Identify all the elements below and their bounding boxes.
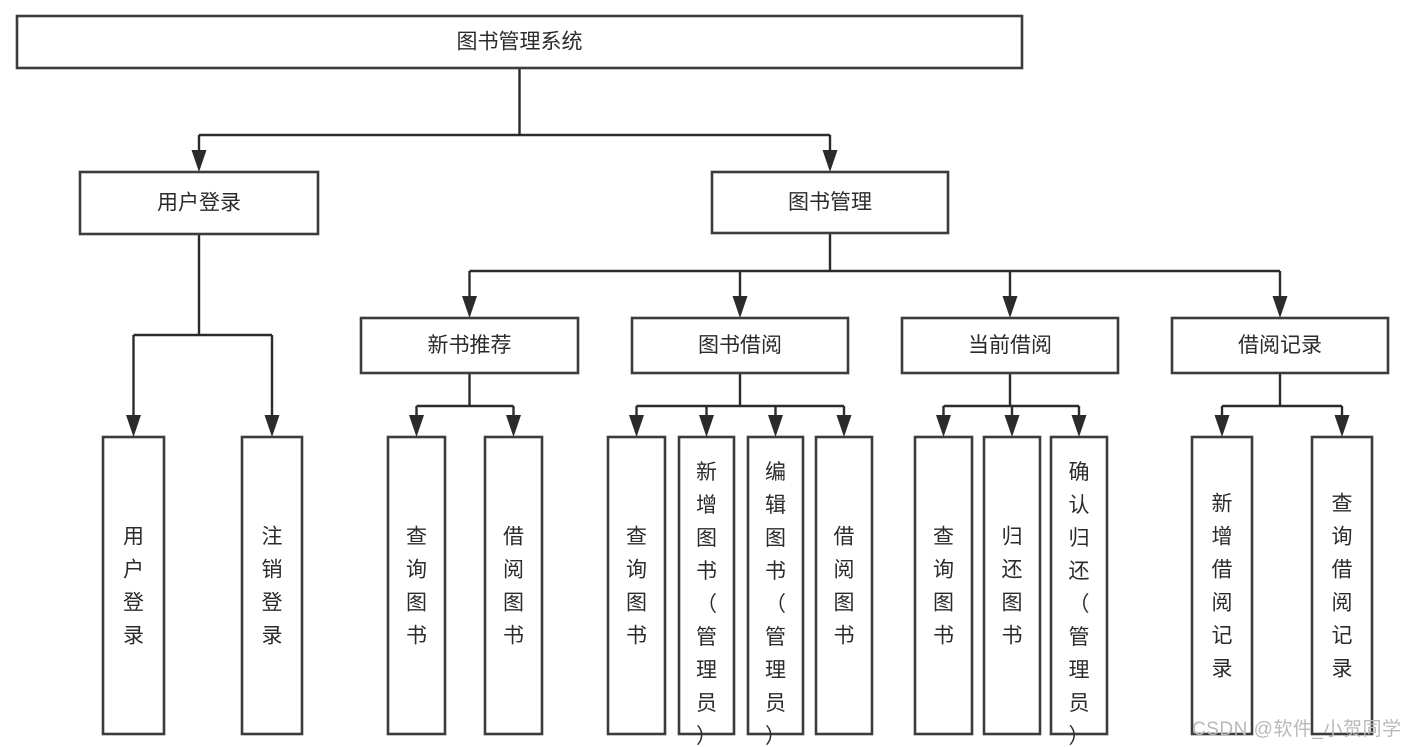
node-box-leaf-query-book-borrow[interactable] [606, 435, 667, 736]
node-label-leaf-user-logout: 注销登录 [262, 525, 283, 647]
node-box-leaf-confirm-return[interactable] [1049, 435, 1109, 736]
node-user-login[interactable]: 用户登录 [78, 170, 320, 236]
node-leaf-add-book[interactable]: 新增图书（管理员） [677, 435, 736, 747]
node-label-borrow-record: 借阅记录 [1238, 334, 1322, 357]
node-label-book-borrow: 图书借阅 [698, 334, 782, 357]
node-box-leaf-add-book[interactable] [677, 435, 736, 736]
node-leaf-query-book-borrow[interactable]: 查询图书 [606, 435, 667, 736]
node-label-current-borrow: 当前借阅 [968, 334, 1052, 357]
node-label-root: 图书管理系统 [457, 31, 583, 54]
node-leaf-user-logout[interactable]: 注销登录 [240, 435, 304, 736]
node-label-leaf-query-book-recommend: 查询图书 [406, 525, 427, 647]
node-leaf-edit-book[interactable]: 编辑图书（管理员） [746, 435, 805, 747]
node-box-leaf-query-book-recommend[interactable] [386, 435, 447, 736]
node-box-leaf-edit-book[interactable] [746, 435, 805, 736]
node-label-leaf-confirm-return: 确认归还（管理员） [1069, 461, 1090, 747]
node-box-borrow-record[interactable] [1170, 316, 1390, 375]
node-label-leaf-user-login: 用户登录 [123, 525, 144, 647]
node-label-leaf-add-borrow-record: 新增借阅记录 [1212, 492, 1233, 680]
node-label-leaf-query-book-borrow: 查询图书 [626, 525, 647, 647]
node-label-user-login: 用户登录 [157, 192, 241, 215]
node-book-borrow[interactable]: 图书借阅 [630, 316, 850, 375]
node-label-leaf-query-book-current: 查询图书 [933, 525, 954, 647]
node-layer: 图书管理系统用户登录图书管理新书推荐图书借阅当前借阅借阅记录用户登录注销登录查询… [15, 14, 1390, 747]
node-leaf-add-borrow-record[interactable]: 新增借阅记录 [1190, 435, 1254, 736]
connector-group-book-manage [462, 233, 1288, 318]
node-box-leaf-add-borrow-record[interactable] [1190, 435, 1254, 736]
node-box-leaf-borrow-book-recommend[interactable] [483, 435, 544, 736]
connector-layer [126, 68, 1350, 437]
node-root[interactable]: 图书管理系统 [15, 14, 1024, 70]
node-box-leaf-user-logout[interactable] [240, 435, 304, 736]
node-box-book-borrow[interactable] [630, 316, 850, 375]
node-leaf-borrow-book-recommend[interactable]: 借阅图书 [483, 435, 544, 736]
node-current-borrow[interactable]: 当前借阅 [900, 316, 1120, 375]
node-borrow-record[interactable]: 借阅记录 [1170, 316, 1390, 375]
connector-group-current-borrow [936, 373, 1087, 437]
connector-group-root [191, 68, 838, 172]
node-leaf-query-book-recommend[interactable]: 查询图书 [386, 435, 447, 736]
node-box-new-book-recommend[interactable] [359, 316, 580, 375]
connector-group-new-book-recommend [409, 373, 521, 437]
node-box-leaf-query-book-current[interactable] [913, 435, 974, 736]
node-box-user-login[interactable] [78, 170, 320, 236]
connector-group-user-login [126, 234, 280, 437]
node-book-manage[interactable]: 图书管理 [710, 170, 950, 235]
connector-group-borrow-record [1214, 373, 1350, 437]
node-label-leaf-query-borrow-record: 查询借阅记录 [1332, 492, 1353, 680]
connector-group-book-borrow [629, 373, 852, 437]
node-leaf-user-login[interactable]: 用户登录 [101, 435, 166, 736]
node-leaf-confirm-return[interactable]: 确认归还（管理员） [1049, 435, 1109, 747]
node-leaf-query-book-current[interactable]: 查询图书 [913, 435, 974, 736]
node-box-leaf-user-login[interactable] [101, 435, 166, 736]
node-new-book-recommend[interactable]: 新书推荐 [359, 316, 580, 375]
node-box-book-manage[interactable] [710, 170, 950, 235]
node-box-leaf-return-book[interactable] [982, 435, 1042, 736]
node-label-leaf-add-book: 新增图书（管理员） [696, 461, 717, 747]
node-label-leaf-edit-book: 编辑图书（管理员） [765, 461, 786, 747]
node-box-leaf-borrow-book[interactable] [814, 435, 874, 736]
node-label-new-book-recommend: 新书推荐 [428, 334, 512, 357]
node-label-leaf-return-book: 归还图书 [1002, 525, 1023, 647]
node-leaf-return-book[interactable]: 归还图书 [982, 435, 1042, 736]
node-box-current-borrow[interactable] [900, 316, 1120, 375]
node-label-leaf-borrow-book: 借阅图书 [834, 525, 855, 647]
node-label-leaf-borrow-book-recommend: 借阅图书 [503, 525, 524, 647]
node-box-leaf-query-borrow-record[interactable] [1310, 435, 1374, 736]
node-leaf-query-borrow-record[interactable]: 查询借阅记录 [1310, 435, 1374, 736]
node-leaf-borrow-book[interactable]: 借阅图书 [814, 435, 874, 736]
node-box-root[interactable] [15, 14, 1024, 70]
node-label-book-manage: 图书管理 [788, 191, 872, 214]
